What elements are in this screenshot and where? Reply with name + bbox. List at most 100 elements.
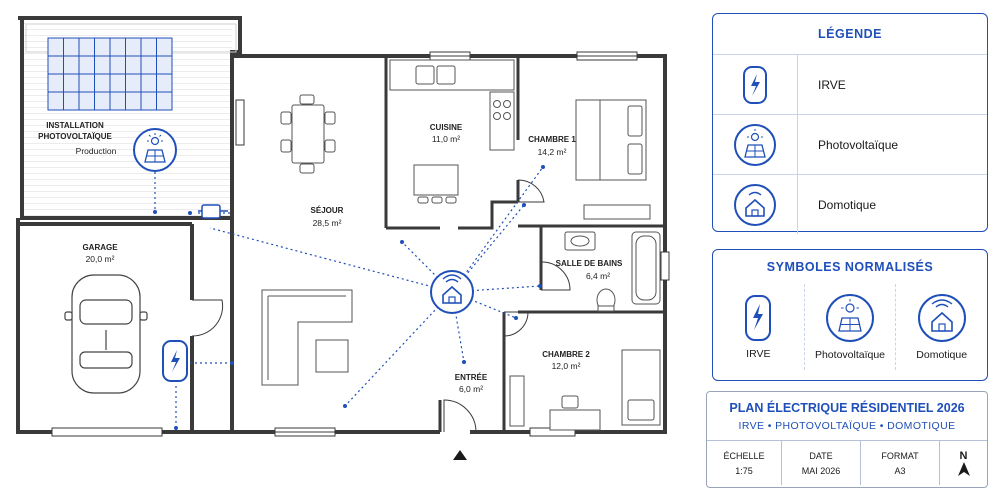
solar-cell	[140, 55, 157, 75]
solar-panel-icon	[826, 294, 874, 342]
date-cell: DATE MAI 2026	[782, 441, 861, 485]
ev-charger-icon[interactable]	[162, 340, 188, 382]
solar-cell	[109, 91, 126, 111]
scale-cell: ÉCHELLE 1:75	[707, 441, 782, 485]
solar-cell	[156, 55, 173, 75]
date-value: MAI 2026	[801, 465, 841, 476]
electrical-panel-icon	[198, 204, 228, 219]
solar-cell	[47, 73, 64, 93]
legend-panel: LÉGENDE IRVE Photovoltaïque	[712, 13, 988, 234]
plan-subtitle: IRVE • PHOTOVOLTAÏQUE • DOMOTIQUE	[738, 420, 956, 432]
format-label: FORMAT	[881, 450, 919, 461]
symbols-panel: SYMBOLES NORMALISÉS IRVE Photovoltaïque	[712, 249, 988, 381]
solar-cell	[78, 37, 95, 57]
legend-label-domotique: Domotique	[818, 197, 877, 212]
entree-name: ENTRÉE	[455, 373, 488, 382]
symbols-title: SYMBOLES NORMALISÉS	[766, 260, 934, 274]
solar-cell	[125, 91, 142, 111]
sejour-area: 28,5 m²	[313, 218, 342, 228]
format-cell: FORMAT A3	[861, 441, 940, 485]
date-label: DATE	[809, 450, 833, 461]
solar-cell	[109, 55, 126, 75]
solar-cell	[140, 37, 157, 57]
doors	[191, 179, 571, 433]
sejour-name: SÉJOUR	[311, 206, 344, 215]
solar-cell	[63, 73, 80, 93]
symbol-label-pv: Photovoltaïque	[814, 349, 886, 361]
solar-panel-array	[47, 37, 173, 111]
bathroom-fixtures	[564, 231, 661, 312]
solar-cell	[140, 91, 157, 111]
legend-label-pv: Photovoltaïque	[818, 137, 899, 152]
cuisine-area: 11,0 m²	[432, 134, 460, 144]
solar-cell	[63, 55, 80, 75]
cuisine-name: CUISINE	[430, 123, 463, 132]
ev-charger-icon	[745, 295, 772, 341]
solar-panel-icon	[734, 123, 776, 166]
solar-cell	[94, 91, 111, 111]
garage-name: GARAGE	[82, 243, 118, 252]
symbol-label-domotique: Domotique	[916, 349, 968, 361]
solar-cell	[47, 91, 64, 111]
windows	[51, 51, 670, 437]
solar-cell	[78, 73, 95, 93]
solar-cell	[47, 37, 64, 57]
symbol-pv: Photovoltaïque	[805, 284, 897, 370]
smart-home-icon[interactable]	[430, 270, 474, 314]
garage-area: 20,0 m²	[86, 254, 115, 264]
legend-label-irve: IRVE	[818, 77, 846, 92]
room-labels: INSTALLATION PHOTOVOLTAÏQUE Production G…	[38, 121, 623, 394]
network-endpoints	[153, 165, 545, 430]
solar-cell	[140, 73, 157, 93]
north-arrow-icon	[957, 462, 970, 476]
title-block: PLAN ÉLECTRIQUE RÉSIDENTIEL 2026 IRVE • …	[706, 391, 988, 488]
solar-cell	[109, 37, 126, 57]
scale-value: 1:75	[735, 465, 753, 476]
dining-table	[280, 94, 336, 174]
solar-cell	[94, 37, 111, 57]
solar-panel-icon[interactable]	[133, 128, 177, 172]
chambre2-name: CHAMBRE 2	[542, 350, 590, 359]
legend-item-domotique: Domotique	[713, 174, 987, 234]
symbol-irve: IRVE	[713, 284, 805, 370]
bed-1	[575, 99, 651, 220]
solar-cell	[94, 73, 111, 93]
sdb-name: SALLE DE BAINS	[556, 259, 623, 268]
pv-label-line2: PHOTOVOLTAÏQUE	[38, 132, 112, 141]
solar-cell	[125, 37, 142, 57]
entrance-arrow	[453, 450, 467, 460]
symbol-label-irve: IRVE	[746, 348, 771, 360]
solar-cell	[94, 55, 111, 75]
pv-label-line1: INSTALLATION	[46, 121, 104, 130]
legend-item-irve: IRVE	[713, 54, 987, 114]
solar-cell	[156, 37, 173, 57]
pv-label-line3: Production	[76, 146, 117, 156]
solar-cell	[156, 73, 173, 93]
north-label: N	[959, 450, 968, 462]
legend-item-pv: Photovoltaïque	[713, 114, 987, 174]
solar-cell	[63, 91, 80, 111]
legend-title: LÉGENDE	[818, 27, 882, 41]
smart-home-icon	[917, 294, 966, 342]
bed-2	[509, 349, 661, 431]
entree-area: 6,0 m²	[459, 384, 483, 394]
solar-cell	[125, 73, 142, 93]
smart-home-icon	[734, 183, 776, 226]
solar-cell	[78, 55, 95, 75]
north-cell: N	[940, 441, 987, 485]
floor-plan: INSTALLATION PHOTOVOLTAÏQUE Production G…	[16, 16, 670, 460]
solar-cell	[78, 91, 95, 111]
solar-cell	[63, 37, 80, 57]
solar-cell	[109, 73, 126, 93]
solar-cell	[156, 91, 173, 111]
kitchen-furniture	[389, 59, 515, 204]
solar-cell	[125, 55, 142, 75]
interior-walls	[384, 56, 665, 432]
chambre2-area: 12,0 m²	[552, 361, 581, 371]
sdb-area: 6,4 m²	[586, 271, 610, 281]
sofa	[261, 289, 353, 386]
ev-charger-icon	[743, 65, 767, 104]
symbol-domotique: Domotique	[896, 284, 987, 370]
format-value: A3	[894, 465, 906, 476]
chambre1-name: CHAMBRE 1	[528, 135, 576, 144]
